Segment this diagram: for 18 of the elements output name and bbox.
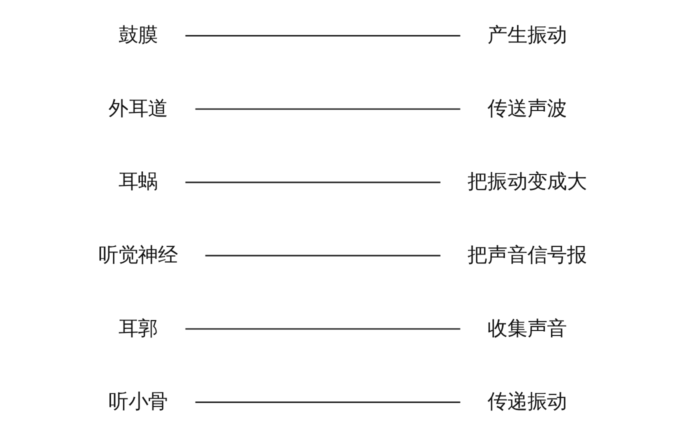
node-text: 传送声波 bbox=[487, 98, 567, 120]
node-text: 耳郭 bbox=[118, 318, 158, 340]
node-text: 外耳道 bbox=[108, 98, 168, 120]
node-text: 把声音信号报 bbox=[467, 244, 587, 267]
connector bbox=[204, 254, 440, 256]
node-text: 耳蜗 bbox=[118, 171, 158, 194]
connector bbox=[185, 35, 460, 36]
node-text: 收集声音 bbox=[487, 318, 567, 340]
node-text: 鼓膜 bbox=[118, 24, 158, 48]
node-text: 把振动变成大 bbox=[467, 171, 587, 194]
node-text: 听觉神经 bbox=[98, 244, 178, 267]
node-text: 听小骨 bbox=[108, 390, 168, 414]
node-text: 产生振动 bbox=[487, 24, 567, 48]
node-text: 传递振动 bbox=[487, 390, 567, 414]
connector bbox=[195, 108, 460, 110]
connector bbox=[185, 328, 460, 330]
connector bbox=[185, 182, 440, 184]
connector bbox=[195, 402, 460, 403]
